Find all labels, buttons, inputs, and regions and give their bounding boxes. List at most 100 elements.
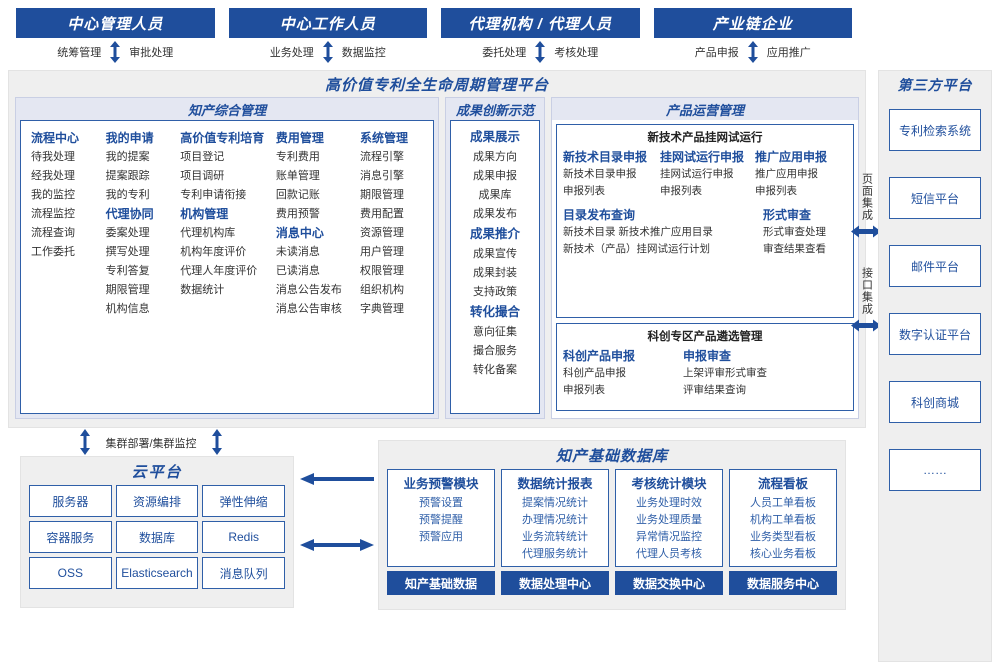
menu-item[interactable]: 工作委托 <box>31 246 75 258</box>
menu-item[interactable]: 消息公告审核 <box>275 303 342 315</box>
third-party-item-4[interactable]: 科创商城 <box>889 381 981 423</box>
menu-item[interactable]: 流程查询 <box>31 227 75 239</box>
database-item[interactable]: 异常情况监控 <box>636 531 702 543</box>
menu-item[interactable]: 专利答复 <box>105 265 150 277</box>
menu-item[interactable]: 申报列表 <box>563 185 605 197</box>
database-footer[interactable]: 数据服务中心 <box>729 571 837 595</box>
third-party-panel: 第三方平台 专利检索系统短信平台邮件平台数字认证平台科创商城…… <box>878 70 992 662</box>
cloud-service-4[interactable]: 数据库 <box>115 521 199 553</box>
cloud-service-5[interactable]: Redis <box>202 521 285 553</box>
database-item[interactable]: 核心业务看板 <box>750 548 816 560</box>
menu-item[interactable]: 代理人年度评价 <box>180 265 258 277</box>
menu-item[interactable]: 推广应用申报 <box>755 168 818 180</box>
architecture-diagram: 中心管理人员统筹管理审批处理中心工作人员业务处理数据监控代理机构 / 代理人员委… <box>8 8 992 662</box>
menu-item[interactable]: 资源管理 <box>360 227 405 239</box>
menu-item[interactable]: 账单管理 <box>275 170 320 182</box>
database-footer[interactable]: 数据交换中心 <box>615 571 723 595</box>
database-item[interactable]: 预警应用 <box>419 531 463 543</box>
menu-item[interactable]: 消息公告发布 <box>275 284 342 296</box>
menu-item[interactable]: 成果封装 <box>473 267 517 279</box>
menu-item[interactable]: 项目登记 <box>180 151 225 163</box>
menu-item[interactable]: 成果发布 <box>473 208 517 220</box>
cloud-service-1[interactable]: 资源编排 <box>115 485 199 517</box>
third-party-item-2[interactable]: 邮件平台 <box>889 245 981 287</box>
menu-item[interactable]: 代理机构库 <box>180 227 236 239</box>
menu-item[interactable]: 数据统计 <box>180 284 225 296</box>
menu-item[interactable]: 申报列表 <box>755 185 797 197</box>
database-item[interactable]: 业务处理时效 <box>636 497 702 509</box>
database-item[interactable]: 机构工单看板 <box>750 514 816 526</box>
menu-item[interactable]: 流程监控 <box>31 208 75 220</box>
database-item[interactable]: 业务类型看板 <box>750 531 816 543</box>
menu-item[interactable]: 撰写处理 <box>105 246 150 258</box>
menu-item[interactable]: 挂网试运行申报 <box>660 168 734 180</box>
actor-column-2: 代理机构 / 代理人员委托处理考核处理 <box>441 8 640 68</box>
menu-item[interactable]: 待我处理 <box>31 151 75 163</box>
menu-item[interactable]: 费用预警 <box>275 208 320 220</box>
database-item[interactable]: 业务流转统计 <box>522 531 588 543</box>
database-footer[interactable]: 知产基础数据 <box>387 571 495 595</box>
menu-item[interactable]: 成果库 <box>478 189 512 201</box>
database-item[interactable]: 人员工单看板 <box>750 497 816 509</box>
menu-item[interactable]: 用户管理 <box>360 246 405 258</box>
menu-item[interactable]: 成果方向 <box>473 151 517 163</box>
third-party-item-0[interactable]: 专利检索系统 <box>889 109 981 151</box>
database-item[interactable]: 业务处理质量 <box>636 514 702 526</box>
menu-item[interactable]: 经我处理 <box>31 170 75 182</box>
menu-item[interactable]: 期限管理 <box>105 284 150 296</box>
menu-item[interactable]: 新技术目录 新技术推广应用目录 <box>563 226 713 238</box>
third-party-item-3[interactable]: 数字认证平台 <box>889 313 981 355</box>
menu-item[interactable]: 专利费用 <box>275 151 320 163</box>
menu-item[interactable]: 消息引擎 <box>360 170 405 182</box>
menu-item[interactable]: 未读消息 <box>275 246 320 258</box>
menu-item[interactable]: 机构信息 <box>105 303 150 315</box>
menu-item[interactable]: 专利申请衔接 <box>180 189 247 201</box>
menu-item[interactable]: 转化备案 <box>473 364 517 376</box>
cloud-service-7[interactable]: Elasticsearch <box>115 557 199 589</box>
database-item[interactable]: 预警提醒 <box>419 514 463 526</box>
cloud-service-8[interactable]: 消息队列 <box>202 557 285 589</box>
menu-item[interactable]: 申报列表 <box>563 384 605 396</box>
menu-item[interactable]: 我的提案 <box>105 151 150 163</box>
cloud-service-3[interactable]: 容器服务 <box>29 521 112 553</box>
menu-item[interactable]: 意向征集 <box>473 326 517 338</box>
menu-item[interactable]: 新技术目录申报 <box>563 168 637 180</box>
cloud-service-0[interactable]: 服务器 <box>29 485 112 517</box>
third-party-item-5[interactable]: …… <box>889 449 981 491</box>
menu-item[interactable]: 审查结果查看 <box>763 243 826 255</box>
menu-item[interactable]: 成果申报 <box>473 170 517 182</box>
menu-item[interactable]: 支持政策 <box>473 286 517 298</box>
menu-item[interactable]: 形式审查处理 <box>763 226 826 238</box>
menu-item[interactable]: 提案跟踪 <box>105 170 150 182</box>
menu-item[interactable]: 撮合服务 <box>473 345 517 357</box>
menu-item[interactable]: 回款记账 <box>275 189 320 201</box>
database-item[interactable]: 代理人员考核 <box>636 548 702 560</box>
third-party-item-1[interactable]: 短信平台 <box>889 177 981 219</box>
menu-item[interactable]: 我的专利 <box>105 189 150 201</box>
menu-item[interactable]: 期限管理 <box>360 189 405 201</box>
menu-item[interactable]: 权限管理 <box>360 265 405 277</box>
menu-item[interactable]: 机构年度评价 <box>180 246 247 258</box>
menu-item[interactable]: 组织机构 <box>360 284 405 296</box>
database-item[interactable]: 预警设置 <box>419 497 463 509</box>
menu-item[interactable]: 新技术（产品）挂网试运行计划 <box>563 243 710 255</box>
database-item[interactable]: 代理服务统计 <box>522 548 588 560</box>
menu-item[interactable]: 委案处理 <box>105 227 150 239</box>
menu-item[interactable]: 评审结果查询 <box>683 384 746 396</box>
menu-item[interactable]: 申报列表 <box>660 185 702 197</box>
menu-item[interactable]: 科创产品申报 <box>563 367 626 379</box>
menu-item[interactable]: 我的监控 <box>31 189 75 201</box>
menu-item[interactable]: 上架评审形式审查 <box>683 367 767 379</box>
database-item[interactable]: 提案情况统计 <box>522 497 588 509</box>
database-footer[interactable]: 数据处理中心 <box>501 571 609 595</box>
menu-item[interactable]: 成果宣传 <box>473 248 517 260</box>
cloud-service-2[interactable]: 弹性伸缩 <box>202 485 285 517</box>
menu-item[interactable]: 已读消息 <box>275 265 320 277</box>
menu-item[interactable]: 费用配置 <box>360 208 405 220</box>
menu-item[interactable]: 项目调研 <box>180 170 225 182</box>
menu-item[interactable]: 字典管理 <box>360 303 405 315</box>
cloud-service-6[interactable]: OSS <box>29 557 112 589</box>
menu-item[interactable]: 流程引擎 <box>360 151 405 163</box>
subpanel-column-r2-0: 目录发布查询新技术目录 新技术推广应用目录新技术（产品）挂网试运行计划 <box>563 207 763 258</box>
database-item[interactable]: 办理情况统计 <box>522 514 588 526</box>
